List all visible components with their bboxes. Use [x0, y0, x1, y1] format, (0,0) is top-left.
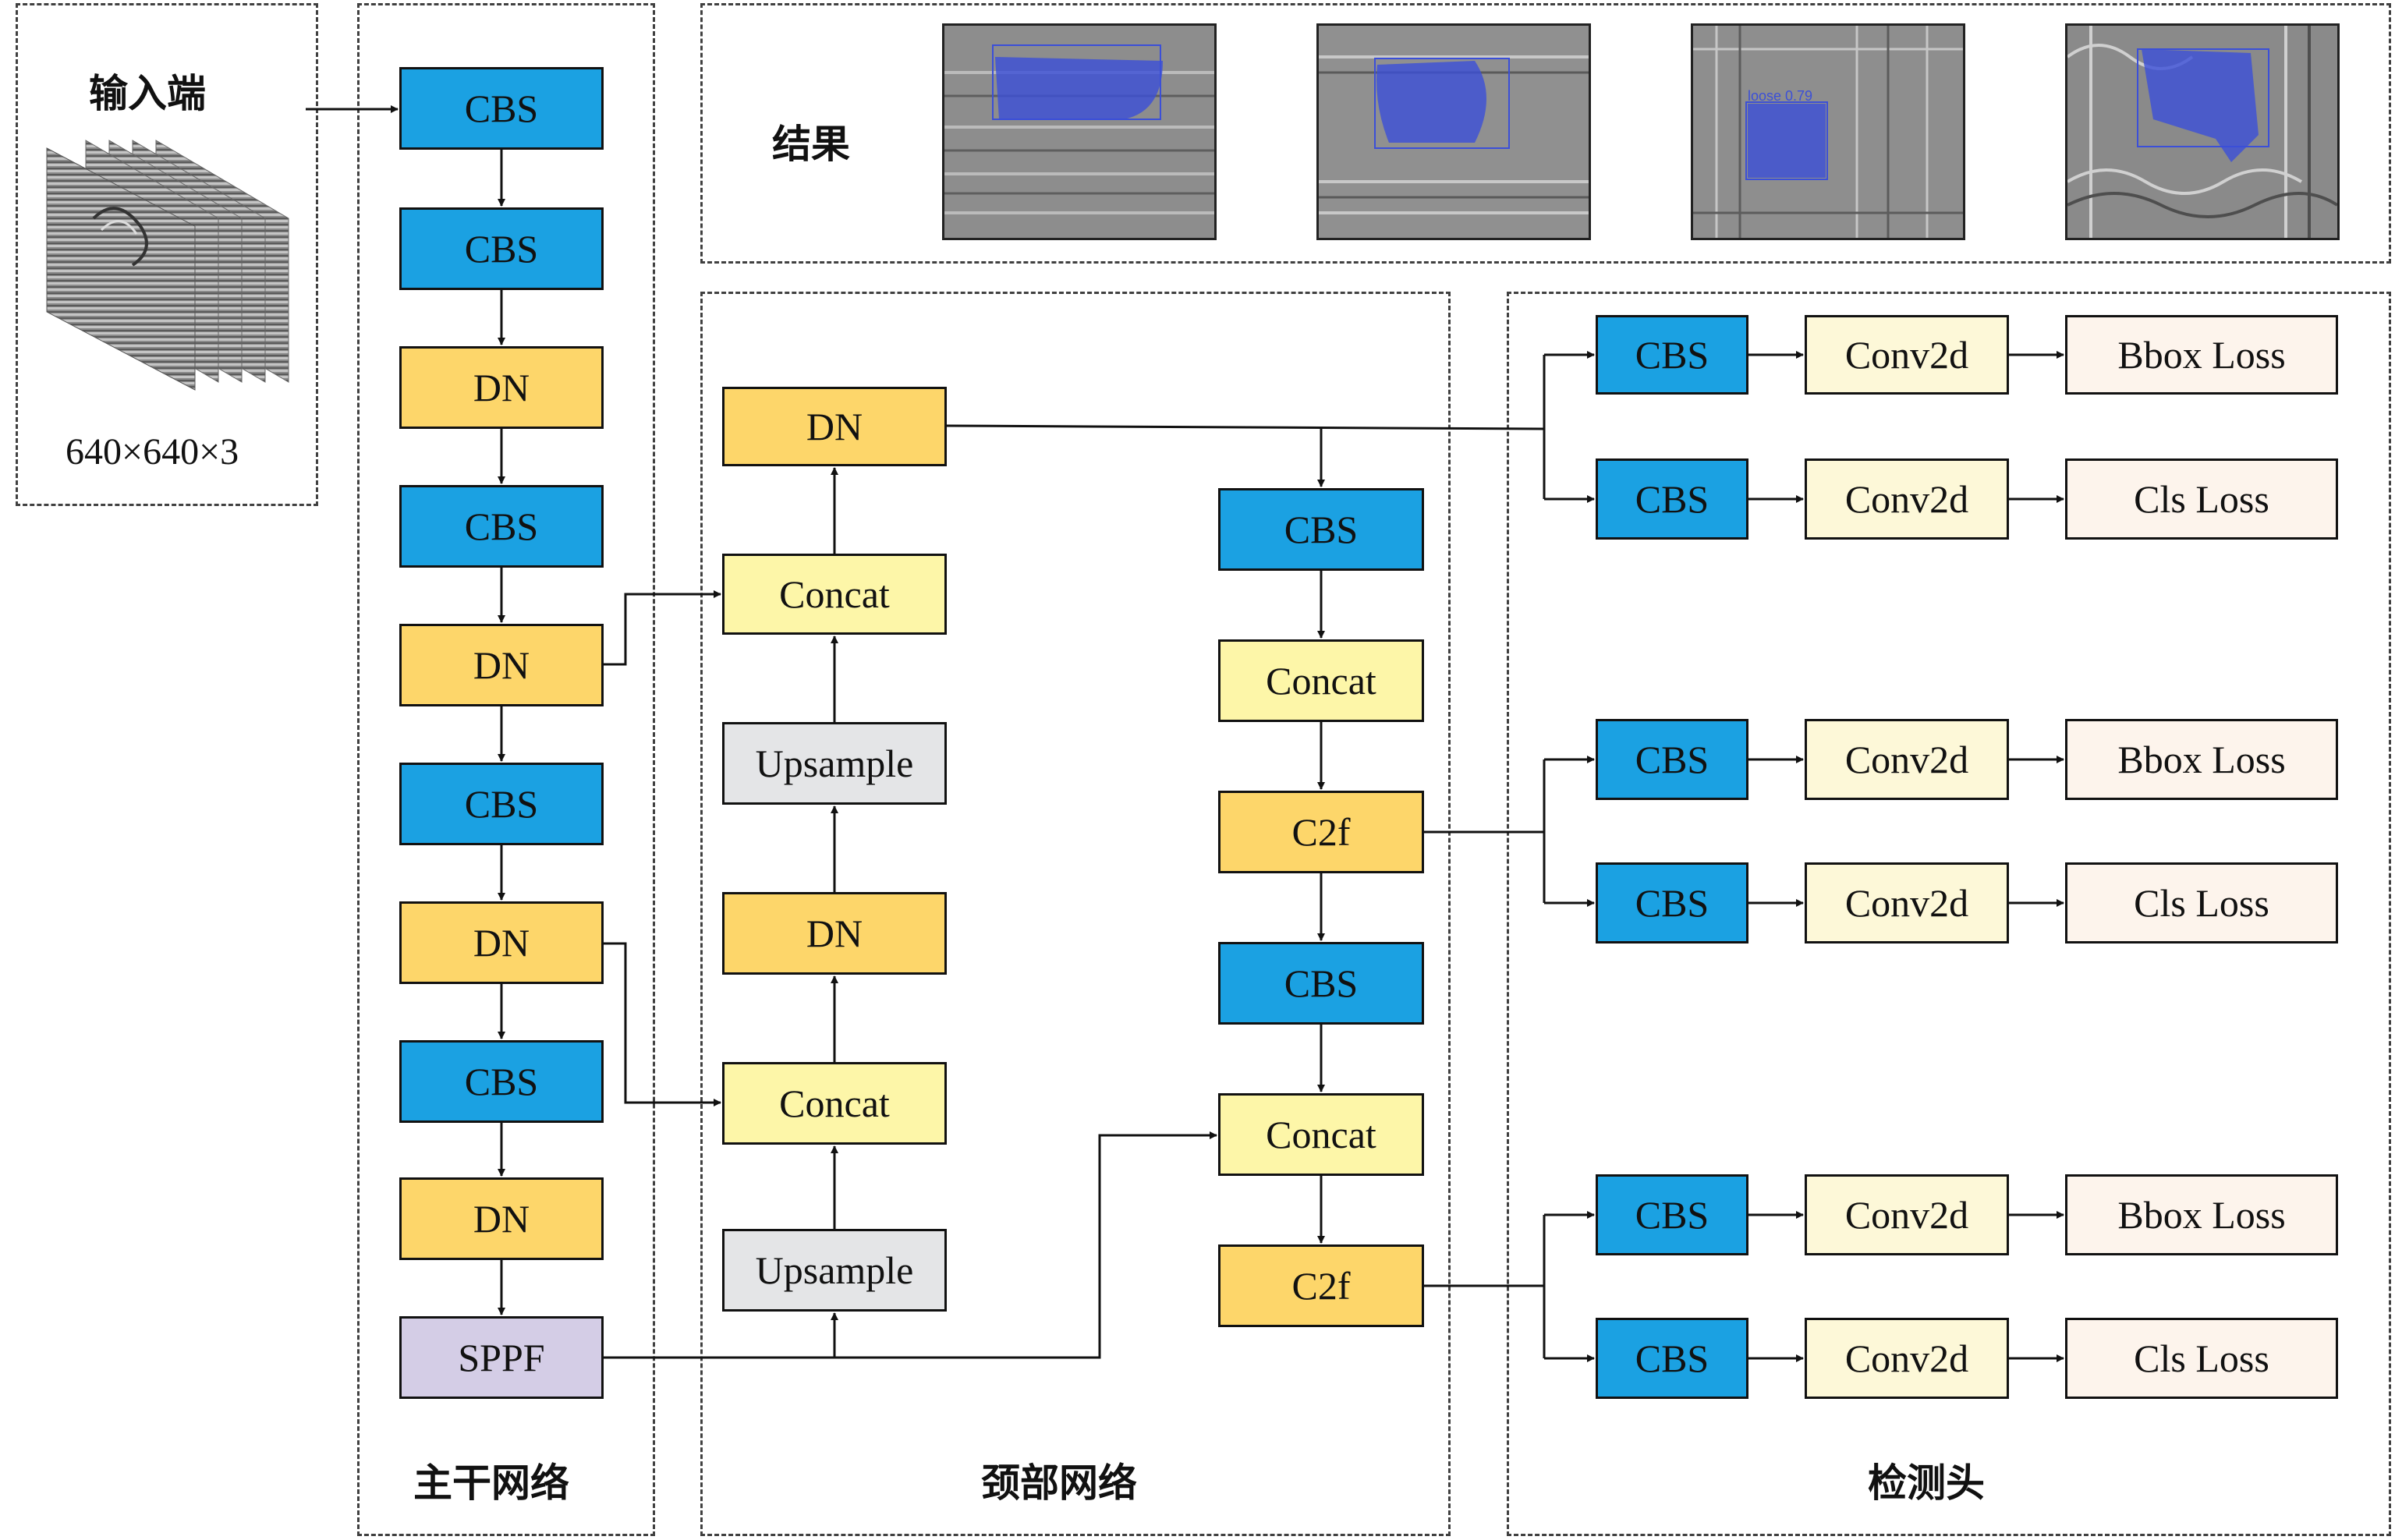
neck-c2f-1: C2f	[1218, 791, 1424, 873]
head-conv-3: Conv2d	[1805, 719, 2009, 800]
backbone-dn-1: DN	[399, 346, 604, 429]
input-size-label: 640×640×3	[66, 431, 239, 473]
head-loss-4: Cls Loss	[2065, 862, 2338, 943]
head-loss-1: Bbox Loss	[2065, 315, 2338, 395]
backbone-region	[357, 3, 655, 1536]
result-image-3: loose 0.79	[1691, 23, 1965, 240]
backbone-title: 主干网络	[413, 1460, 569, 1506]
arrow-dn2-concat	[604, 590, 721, 666]
input-title: 输入端	[89, 71, 206, 116]
result-title: 结果	[772, 122, 850, 167]
backbone-dn-3: DN	[399, 901, 604, 984]
head-cbs-1: CBS	[1596, 315, 1748, 395]
neck-dn-mid: DN	[722, 892, 947, 975]
head-title: 检测头	[1868, 1460, 1985, 1506]
line-dn-head	[946, 424, 1545, 430]
head-cbs-3: CBS	[1596, 719, 1748, 800]
neck-title: 颈部网络	[981, 1460, 1137, 1506]
neck-concat-bottom: Concat	[722, 1062, 947, 1145]
backbone-sppf: SPPF	[399, 1316, 604, 1399]
backbone-cbs-3: CBS	[399, 485, 604, 568]
result-image-4	[2065, 23, 2340, 240]
neck-region	[700, 292, 1451, 1536]
detection-tag: loose 0.79	[1748, 88, 1812, 104]
head-loss-3: Bbox Loss	[2065, 719, 2338, 800]
result-region	[700, 3, 2391, 264]
backbone-dn-4: DN	[399, 1177, 604, 1260]
head-loss-5: Bbox Loss	[2065, 1174, 2338, 1255]
neck-c2f-2: C2f	[1218, 1244, 1424, 1327]
head-conv-2: Conv2d	[1805, 458, 2009, 540]
head-cbs-2: CBS	[1596, 458, 1748, 540]
neck-concat-2: Concat	[1218, 639, 1424, 722]
backbone-cbs-4: CBS	[399, 763, 604, 845]
head-loss-2: Cls Loss	[2065, 458, 2338, 540]
neck-concat-3: Concat	[1218, 1093, 1424, 1176]
head-conv-4: Conv2d	[1805, 862, 2009, 943]
input-region	[16, 3, 318, 506]
head-cbs-5: CBS	[1596, 1174, 1748, 1255]
result-image-1	[942, 23, 1217, 240]
neck-cbs-2: CBS	[1218, 942, 1424, 1025]
head-conv-5: Conv2d	[1805, 1174, 2009, 1255]
head-cbs-4: CBS	[1596, 862, 1748, 943]
backbone-cbs-5: CBS	[399, 1040, 604, 1123]
backbone-dn-2: DN	[399, 624, 604, 706]
arrow-dn3-concat	[604, 942, 721, 1106]
neck-upsample-top: Upsample	[722, 722, 947, 805]
neck-upsample-bottom: Upsample	[722, 1229, 947, 1312]
head-conv-1: Conv2d	[1805, 315, 2009, 395]
input-image-stack	[46, 140, 289, 391]
result-image-2	[1316, 23, 1591, 240]
head-conv-6: Conv2d	[1805, 1318, 2009, 1399]
head-cbs-6: CBS	[1596, 1318, 1748, 1399]
neck-concat-top: Concat	[722, 554, 947, 635]
neck-cbs-1: CBS	[1218, 488, 1424, 571]
arrow-sppf-neck	[604, 1131, 1217, 1359]
head-region	[1507, 292, 2391, 1536]
backbone-cbs-1: CBS	[399, 67, 604, 150]
backbone-cbs-2: CBS	[399, 207, 604, 290]
head-loss-6: Cls Loss	[2065, 1318, 2338, 1399]
neck-dn-top: DN	[722, 387, 947, 466]
